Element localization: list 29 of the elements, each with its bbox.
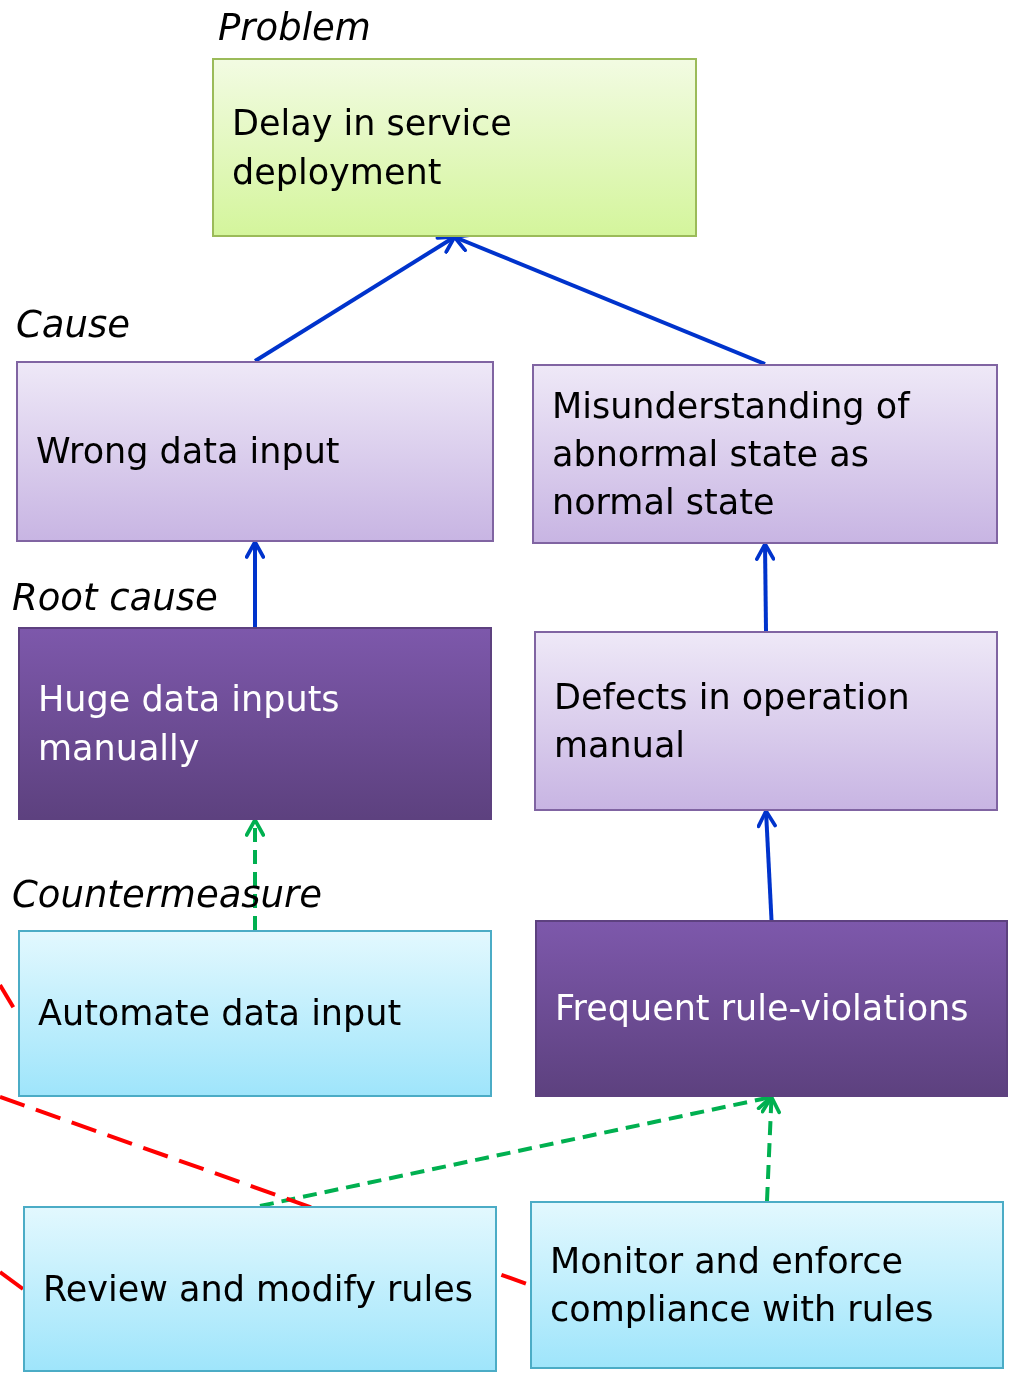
arrow	[244, 818, 266, 930]
cause-box	[532, 364, 998, 544]
root-cause-box	[18, 627, 492, 820]
box-text: Delay in service deployment	[232, 102, 513, 194]
arrow	[253, 235, 457, 363]
countermeasure-box	[18, 930, 492, 1097]
root-cause-box	[535, 920, 1008, 1097]
box-text: Defects in operation manual	[554, 675, 911, 767]
box-text: Misunderstanding of abnormal state as normal state	[552, 384, 912, 525]
arrow	[756, 809, 777, 921]
arrow	[244, 540, 266, 627]
countermeasure-box	[23, 1206, 497, 1372]
problem-box	[212, 58, 697, 237]
box-text: Monitor and enforce compliance with rules	[550, 1239, 935, 1331]
cause-box	[16, 361, 494, 542]
box-text: Review and modify rules	[43, 1267, 474, 1311]
arrow	[760, 1095, 781, 1202]
level-heading: Countermeasure	[12, 873, 323, 918]
box-text: Wrong data input	[36, 430, 340, 474]
level-heading: Root cause	[12, 576, 218, 621]
box-text: Frequent rule-violations	[555, 987, 969, 1031]
level-heading: Problem	[218, 6, 371, 51]
connector-line	[0, 1270, 25, 1291]
cause-box	[534, 631, 998, 811]
box-text: Automate data input	[38, 992, 402, 1036]
countermeasure-box	[530, 1201, 1004, 1369]
arrow	[755, 542, 776, 632]
level-heading: Cause	[16, 303, 130, 348]
box-text: Huge data inputs manually	[38, 678, 341, 770]
